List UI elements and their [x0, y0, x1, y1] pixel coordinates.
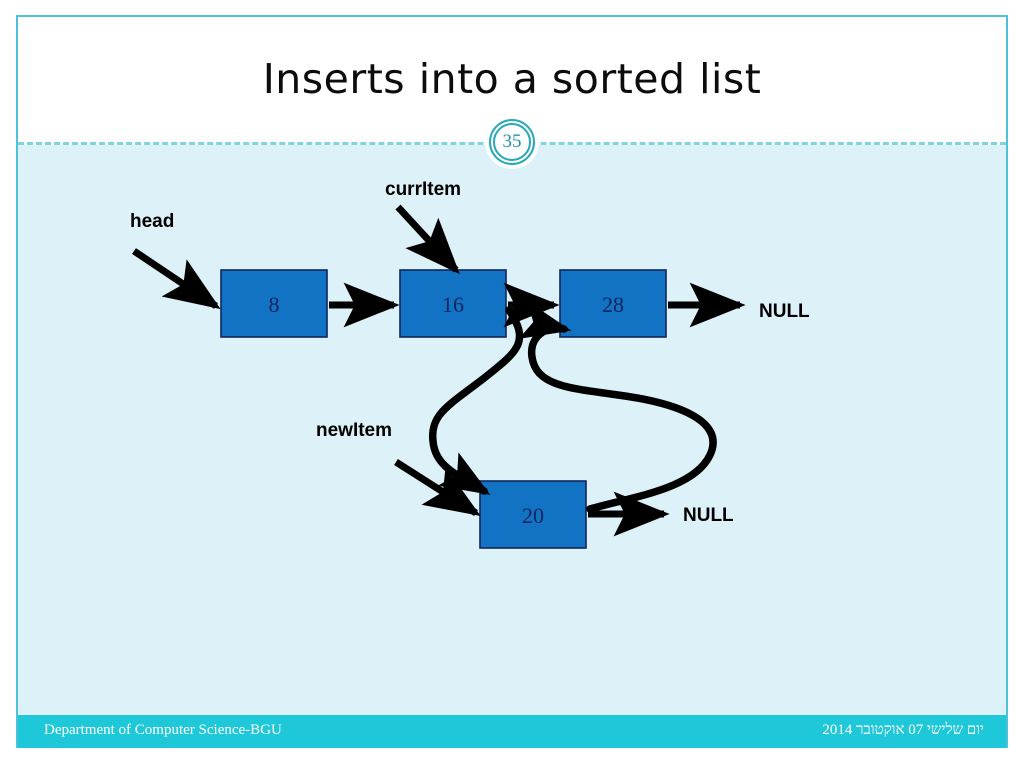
page-number-badge: 35 — [485, 115, 539, 169]
linked-list-diagram: 8 16 28 20 head currItem newItem — [130, 179, 810, 549]
slide-body — [18, 145, 1006, 715]
pointer-label-newItem: newItem — [316, 420, 392, 441]
null-label-bottom: NULL — [683, 505, 734, 526]
page-title: Inserts into a sorted list — [262, 55, 762, 103]
footer-date-text: יום שלישי 07 אוקטובר 2014 — [822, 722, 984, 738]
pointer-arrow-currItem — [395, 204, 460, 275]
page-number-text: 35 — [502, 131, 522, 152]
footer-department-text: Department of Computer Science-BGU — [44, 722, 282, 738]
badge-inner-ring — [493, 123, 531, 161]
pointer-arrow-newItem — [394, 459, 481, 517]
node-box — [479, 480, 587, 549]
pointer-arrow-head — [132, 248, 221, 310]
node-value: 20 — [522, 503, 544, 528]
node-box — [220, 269, 328, 338]
node-20: 20 — [479, 480, 587, 549]
node-value: 8 — [269, 292, 280, 317]
node-16: 16 — [399, 269, 507, 338]
node-box — [559, 269, 667, 338]
node-value: 28 — [602, 292, 624, 317]
badge-outer-ring — [489, 119, 535, 165]
null-label-top: NULL — [759, 301, 810, 322]
pointer-label-head: head — [130, 211, 174, 232]
pointer-label-currItem: currItem — [385, 179, 461, 200]
link-20-to-28-curve — [518, 300, 717, 513]
slide-footer: Department of Computer Science-BGU יום ש… — [18, 715, 1006, 748]
node-8: 8 — [220, 269, 328, 338]
node-value: 16 — [442, 292, 464, 317]
node-28: 28 — [559, 269, 667, 338]
